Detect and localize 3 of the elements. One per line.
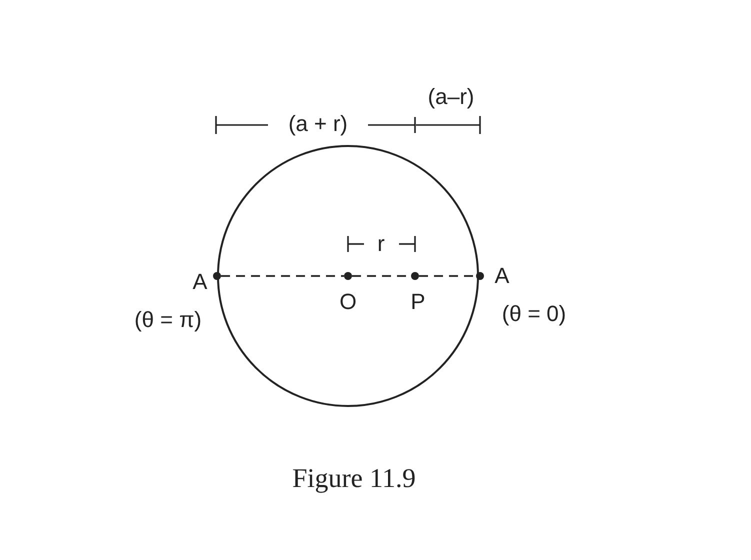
dashed-line <box>221 275 344 277</box>
figure-caption: Figure 11.9 <box>292 462 416 495</box>
dashed-line <box>419 275 476 277</box>
